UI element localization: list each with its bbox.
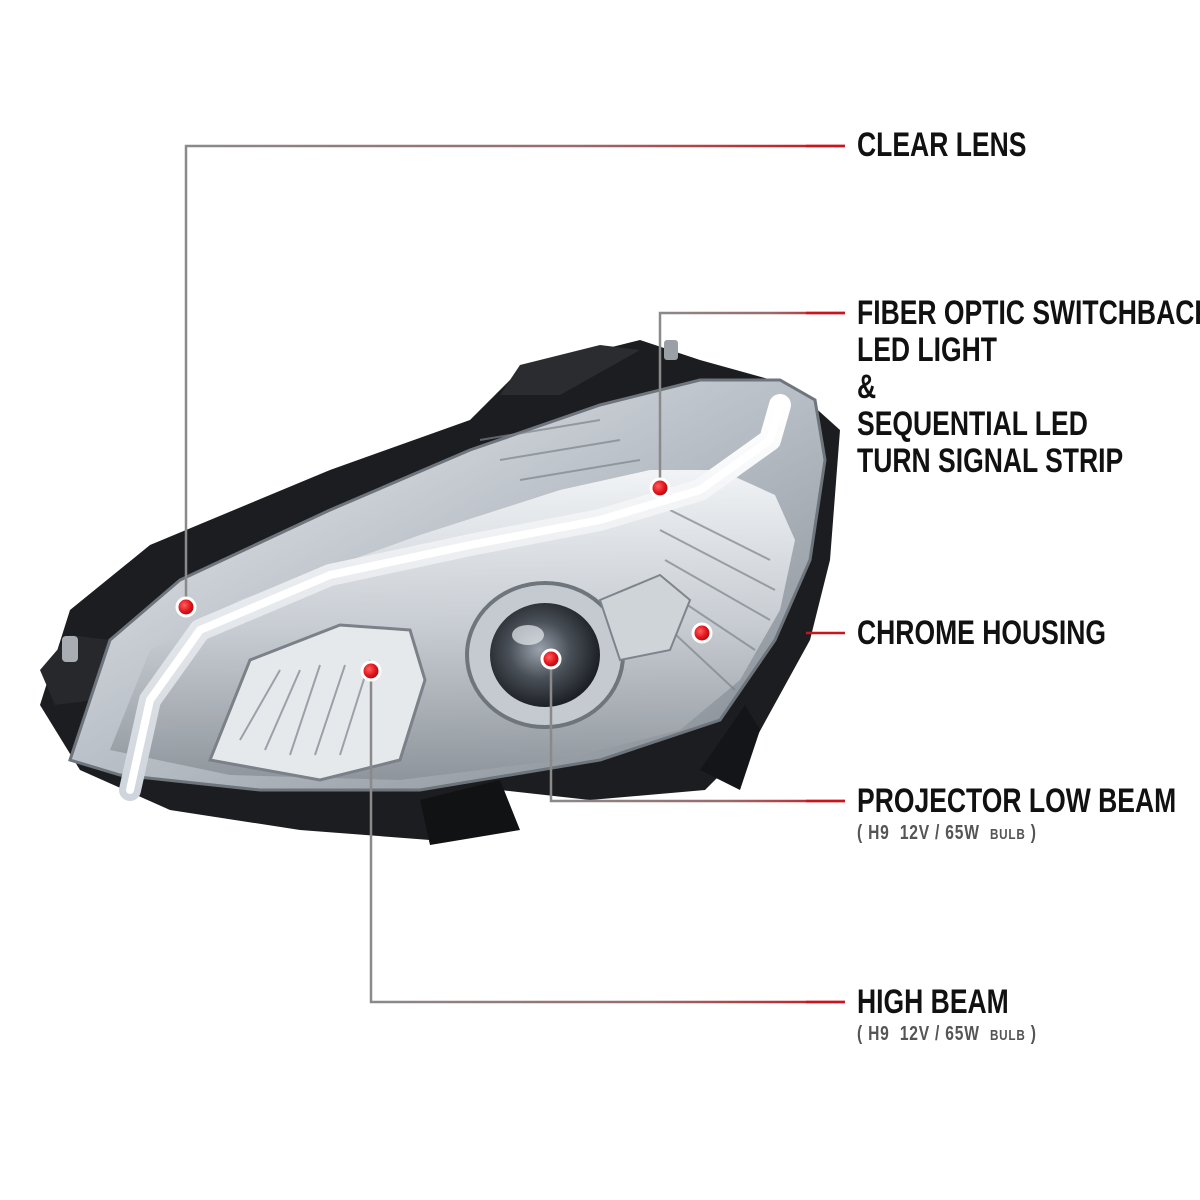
label-fiber-optic: FIBER OPTIC SWITCHBACK LED LIGHT & SEQUE…	[857, 295, 1200, 480]
spec-bulb-word: BULB	[989, 826, 1026, 843]
label-line: TURN SIGNAL STRIP	[857, 442, 1124, 480]
label-chrome-housing: CHROME HOUSING	[857, 615, 1106, 652]
bulb-spec: ( H9 12V / 65W BULB )	[857, 1021, 1037, 1049]
spec-bulb-type: H9	[868, 822, 890, 844]
dot-chrome-housing	[691, 622, 713, 644]
callout-dots	[175, 477, 713, 682]
spec-bulb-type: H9	[868, 1023, 890, 1045]
leader-lines	[184, 144, 845, 1004]
spec-open-paren: (	[857, 822, 863, 844]
mount-bolt-top	[664, 340, 678, 360]
led-light-strip-core	[126, 401, 784, 794]
high-beam-facets	[239, 659, 371, 756]
projector-shroud	[598, 573, 692, 662]
label-projector-low-beam: PROJECTOR LOW BEAM ( H9 12V / 65W BULB )	[857, 783, 1176, 848]
label-line: CHROME HOUSING	[857, 614, 1107, 652]
label-line: FIBER OPTIC SWITCHBACK	[857, 294, 1200, 332]
label-line: SEQUENTIAL LED	[857, 405, 1088, 443]
dot-projector-low-beam	[540, 648, 562, 670]
mount-bolt-left	[62, 636, 78, 662]
label-line: LED LIGHT	[857, 331, 997, 369]
bulb-spec: ( H9 12V / 65W BULB )	[857, 820, 1176, 848]
mount-tab-top	[500, 345, 640, 395]
label-line: CLEAR LENS	[857, 126, 1027, 164]
spec-bulb-word: BULB	[989, 1027, 1026, 1044]
label-line: &	[857, 368, 877, 406]
projector-glare	[512, 625, 544, 645]
label-line: HIGH BEAM	[857, 983, 1009, 1021]
leader-high-beam	[369, 671, 845, 1004]
leader-clear-lens	[184, 144, 845, 607]
dot-high-beam	[360, 660, 382, 682]
spec-open-paren: (	[857, 1023, 863, 1045]
dot-fiber-optic	[649, 477, 671, 499]
mount-tab-bottom	[420, 780, 520, 845]
spec-close-paren: )	[1030, 1023, 1037, 1045]
spec-rating: 12V / 65W	[899, 822, 980, 844]
leader-fiber-optic	[658, 311, 845, 488]
mount-tab-left	[40, 635, 110, 705]
label-clear-lens: CLEAR LENS	[857, 127, 1026, 164]
label-high-beam: HIGH BEAM ( H9 12V / 65W BULB )	[857, 984, 1037, 1049]
mount-tab-right	[700, 705, 760, 790]
headlight-illustration	[40, 340, 840, 845]
spec-rating: 12V / 65W	[899, 1023, 980, 1045]
leader-projector-low-beam	[549, 659, 845, 803]
spec-close-paren: )	[1030, 822, 1037, 844]
dot-clear-lens	[175, 596, 197, 618]
label-line: PROJECTOR LOW BEAM	[857, 782, 1177, 820]
